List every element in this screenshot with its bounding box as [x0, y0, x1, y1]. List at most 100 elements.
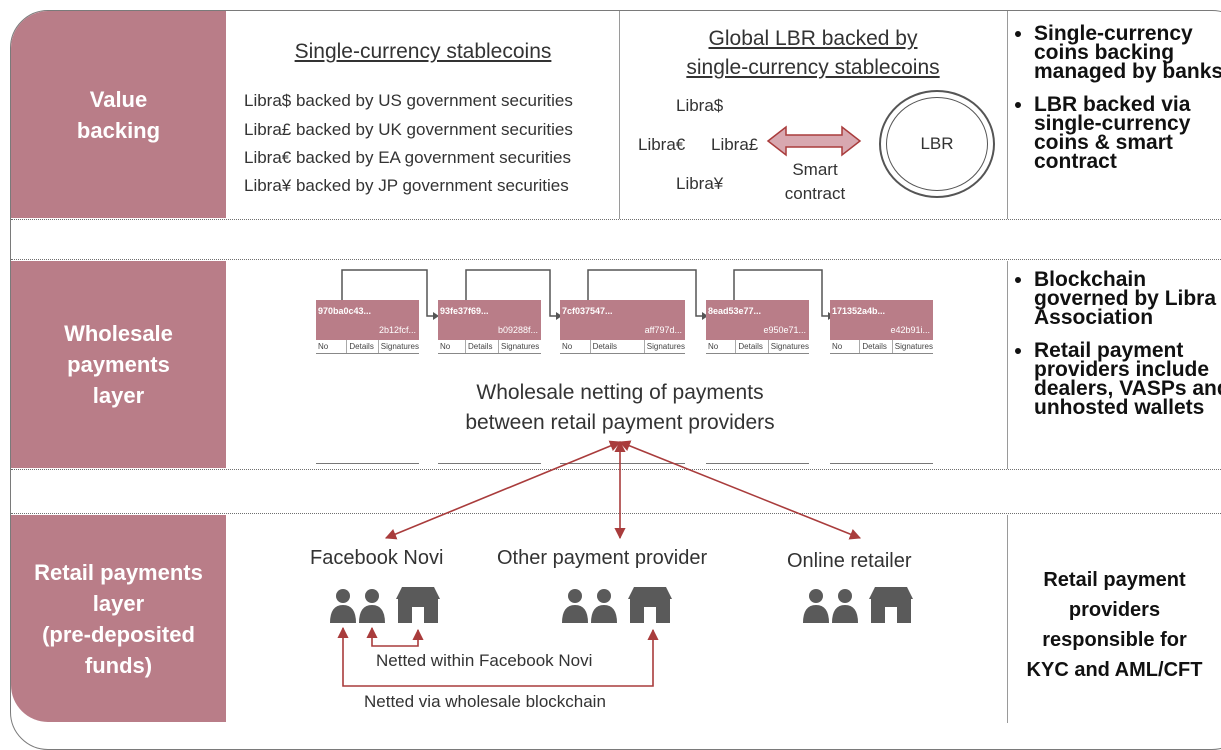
coin-label: Libra€ — [638, 135, 686, 154]
double-arrow-icon — [766, 125, 862, 157]
block-header: 8ead53e77... e950e71... — [706, 300, 809, 340]
block-hash: 970ba0c43... — [318, 306, 372, 316]
block-columns: No Details Signatures — [560, 340, 685, 354]
backing-item: Libra$ backed by US government securitie… — [244, 91, 573, 110]
settlement-arrows — [337, 440, 862, 687]
block-col: No — [560, 340, 591, 353]
block-baseline — [830, 463, 933, 464]
block-columns: No Details Signatures — [706, 340, 809, 354]
column-divider — [1007, 11, 1008, 219]
coin-label: Libra£ — [711, 135, 759, 154]
row-separator — [11, 219, 1221, 220]
other-provider-icons — [562, 587, 672, 623]
value-backing-notes: Single-currency coins backing managed by… — [1016, 23, 1221, 185]
retail-notes: Retail payment providers responsible for… — [1008, 565, 1221, 685]
novi-user-icons — [330, 587, 440, 623]
retail-note-line: providers — [1068, 599, 1161, 621]
block: 93fe37f69... b09288f... No Details Signa… — [438, 300, 541, 354]
netted-via-label: Netted via wholesale blockchain — [364, 692, 606, 711]
wholesale-caption: Wholesale netting of payments between re… — [410, 378, 830, 438]
block-columns: No Details Signatures — [316, 340, 419, 354]
block-prev-hash: aff797d... — [644, 325, 682, 335]
block: 8ead53e77... e950e71... No Details Signa… — [706, 300, 809, 354]
chain-links — [341, 269, 834, 320]
row-label-line: funds) — [84, 652, 153, 678]
block-baseline — [316, 463, 419, 464]
block-hash: 171352a4b... — [832, 306, 886, 316]
block-hash: 93fe37f69... — [440, 306, 489, 316]
row-label-line: layer — [92, 590, 145, 616]
block-prev-hash: b09288f... — [497, 325, 538, 335]
block-header: 7cf037547... aff797d... — [560, 300, 685, 340]
smart-contract-label: Smart contract — [770, 158, 860, 206]
person-icon — [832, 605, 858, 623]
provider-other: Other payment provider — [497, 547, 708, 569]
block-col: No — [316, 340, 348, 353]
person-icon — [809, 589, 823, 603]
block-col: Signatures — [646, 342, 685, 351]
block-col: Signatures — [501, 342, 540, 351]
block-prev-hash: e950e71... — [763, 325, 806, 335]
coin-label: Libra$ — [676, 96, 724, 115]
lbr-circle-inner: LBR — [886, 97, 988, 191]
store-icon — [628, 587, 672, 599]
person-icon — [803, 605, 829, 623]
note-item: Single-currency coins backing managed by… — [1034, 23, 1221, 82]
backing-item: Libra€ backed by EA government securitie… — [244, 148, 571, 167]
block-col: Signatures — [380, 342, 419, 351]
block-col: Details — [466, 340, 499, 353]
block-prev-hash: 2b12fcf... — [378, 325, 416, 335]
block-columns: No Details Signatures — [438, 340, 541, 354]
block: 970ba0c43... 2b12fcf... No Details Signa… — [316, 300, 419, 354]
lbr-circle: LBR — [879, 90, 995, 198]
retailer-icons — [803, 587, 913, 623]
block-columns: No Details Signatures — [830, 340, 933, 354]
note-item: Retail payment providers include dealers… — [1034, 340, 1221, 418]
person-icon — [562, 605, 588, 623]
block-header: 171352a4b... e42b91i... — [830, 300, 933, 340]
row-label-line: Value — [89, 86, 148, 112]
person-icon — [838, 589, 852, 603]
single-currency-title: Single-currency stablecoins — [294, 40, 552, 63]
person-icon — [568, 589, 582, 603]
store-icon — [396, 587, 440, 599]
global-lbr-title-line: Global LBR backed by — [708, 27, 918, 50]
column-divider — [619, 11, 620, 219]
person-icon — [365, 589, 379, 603]
netted-within-label: Netted within Facebook Novi — [376, 651, 593, 670]
block-col: Signatures — [770, 342, 809, 351]
row-label-line: Wholesale — [64, 321, 173, 346]
wholesale-caption-line: between retail payment providers — [465, 411, 775, 434]
lbr-label: LBR — [920, 134, 954, 153]
smart-contract-line: contract — [784, 184, 846, 203]
block: 7cf037547... aff797d... No Details Signa… — [560, 300, 685, 354]
global-lbr-title-line: single-currency stablecoins — [686, 56, 940, 79]
retail-note-line: responsible for — [1042, 629, 1187, 651]
wholesale-notes: Blockchain governed by Libra Association… — [1016, 269, 1221, 431]
block-col: Details — [347, 340, 379, 353]
column-divider — [1007, 261, 1008, 469]
block-header: 970ba0c43... 2b12fcf... — [316, 300, 419, 340]
block-col: Details — [736, 340, 769, 353]
block-hash: 7cf037547... — [562, 306, 613, 316]
block-col: No — [438, 340, 466, 353]
row-separator — [11, 259, 1221, 260]
row-label-value-backing: Value backing — [11, 11, 226, 218]
row-label-line: Retail payments — [34, 559, 203, 585]
provider-facebook-novi: Facebook Novi — [310, 547, 444, 569]
block-col: No — [830, 340, 861, 353]
store-icon — [869, 587, 913, 599]
person-icon — [597, 589, 611, 603]
retail-note-line: KYC and AML/CFT — [1026, 659, 1203, 681]
note-item: LBR backed via single-currency coins & s… — [1034, 94, 1221, 172]
provider-online-retailer: Online retailer — [787, 550, 912, 572]
wholesale-caption-line: Wholesale netting of payments — [476, 381, 764, 404]
note-item: Blockchain governed by Libra Association — [1034, 269, 1221, 328]
block-header: 93fe37f69... b09288f... — [438, 300, 541, 340]
backing-item: Libra¥ backed by JP government securitie… — [244, 176, 569, 195]
row-label-line: payments — [67, 352, 170, 377]
global-lbr-title: Global LBR backed by single-currency sta… — [620, 24, 1006, 82]
row-label-line: backing — [76, 117, 161, 143]
